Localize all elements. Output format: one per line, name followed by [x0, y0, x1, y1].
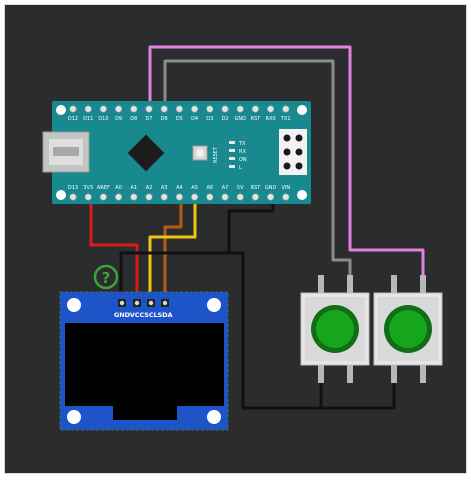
pin-label-d6: D6: [161, 116, 168, 122]
pin-label-d9: D9: [115, 116, 122, 122]
pin-label-3v3: 3V3: [83, 185, 93, 191]
pin-label-rx0: RX0: [266, 116, 276, 122]
status-leds: TX RX ON L: [229, 141, 247, 171]
pin-label-rst: RST: [251, 116, 262, 122]
microcontroller-chip: [127, 134, 165, 172]
led-label-tx: TX: [238, 141, 246, 147]
pin-label-d11: D11: [83, 116, 93, 122]
pin-label-a7: A7: [222, 185, 229, 191]
oled-pin-label-scl: SCL: [144, 311, 158, 319]
pin-label-a0: A0: [115, 185, 122, 191]
pin-d9[interactable]: [115, 105, 123, 113]
push-button-right-cap[interactable]: [389, 310, 427, 348]
pin-label-gnd: GND: [265, 185, 277, 191]
pin-d6[interactable]: [160, 105, 168, 113]
oled-pin-label-gnd: GND: [114, 311, 131, 319]
push-buttons: [300, 275, 443, 383]
wire-red[interactable]: [89, 197, 139, 305]
wire-black-buttons[interactable]: [229, 251, 323, 410]
pin-tx1[interactable]: [282, 105, 290, 113]
wire-brown[interactable]: [163, 197, 183, 305]
oled-pin-label-sda: SDA: [157, 311, 172, 319]
pin-label-a4: A4: [176, 185, 183, 191]
pin-3v3[interactable]: [84, 193, 92, 201]
pin-label-gnd: GND: [234, 116, 246, 122]
pin-vin[interactable]: [282, 193, 290, 201]
circuit-diagram: RESET TX RX ON L D12 D11 D10 D9 D8 D7 D6 D5 D4 D3…: [42, 45, 443, 431]
led-label-rx: RX: [239, 149, 246, 155]
svg-text:?: ?: [102, 269, 111, 287]
pin-d2[interactable]: [221, 105, 229, 113]
pin-label-tx1: TX1: [280, 116, 291, 122]
simulation-canvas[interactable]: RESET TX RX ON L D12 D11 D10 D9 D8 D7 D6 D5 D4 D3…: [4, 4, 467, 474]
oled-pin-label-vcc: VCC: [130, 311, 145, 319]
pin-gnd[interactable]: [267, 193, 275, 201]
pin-label-a3: A3: [161, 185, 168, 191]
pin-label-a6: A6: [206, 185, 213, 191]
pin-label-a2: A2: [146, 185, 153, 191]
pin-d3[interactable]: [206, 105, 214, 113]
pin-a4[interactable]: [175, 193, 183, 201]
pin-d7[interactable]: [145, 105, 153, 113]
pin-d5[interactable]: [175, 105, 183, 113]
reset-button[interactable]: [192, 145, 208, 161]
usb-connector: [42, 131, 90, 173]
led-label-l: L: [239, 165, 242, 171]
pin-label-d7: D7: [145, 116, 152, 122]
push-button-left-cap[interactable]: [316, 310, 354, 348]
pin-label-5v: 5V: [237, 185, 244, 191]
pin-label-a5: A5: [191, 185, 198, 191]
pin-d13[interactable]: [69, 193, 77, 201]
pin-label-vin: VIN: [281, 185, 290, 191]
pin-label-d4: D4: [191, 116, 198, 122]
pin-label-d5: D5: [176, 116, 183, 122]
pin-a5[interactable]: [191, 193, 199, 201]
pin-label-d10: D10: [98, 116, 108, 122]
pin-a1[interactable]: [130, 193, 138, 201]
pin-5v[interactable]: [236, 193, 244, 201]
pin-label-a1: A1: [130, 185, 137, 191]
pin-a6[interactable]: [206, 193, 214, 201]
help-icon[interactable]: ?: [93, 264, 119, 290]
pin-gnd[interactable]: [236, 105, 244, 113]
pin-rx0[interactable]: [267, 105, 275, 113]
wire-black-oled[interactable]: [119, 197, 275, 305]
wire-yellow[interactable]: [148, 197, 197, 305]
pin-label-d13: D13: [68, 185, 78, 191]
pin-d11[interactable]: [84, 105, 92, 113]
top-pin-row: D12 D11 D10 D9 D8 D7 D6 D5 D4 D3 D2 GND RST RX0 TX1: [68, 105, 291, 122]
pin-d8[interactable]: [130, 105, 138, 113]
pin-label-d8: D8: [130, 116, 137, 122]
pin-a7[interactable]: [221, 193, 229, 201]
pin-d4[interactable]: [191, 105, 199, 113]
pin-a0[interactable]: [115, 193, 123, 201]
pin-d12[interactable]: [69, 105, 77, 113]
pin-aref[interactable]: [99, 193, 107, 201]
pin-label-d12: D12: [68, 116, 78, 122]
push-button-left[interactable]: [300, 275, 370, 383]
led-label-on: ON: [239, 157, 247, 163]
oled-screen: [65, 323, 224, 406]
pin-label-d3: D3: [206, 116, 213, 122]
icsp-header: [279, 129, 307, 175]
pin-rst[interactable]: [251, 105, 259, 113]
pin-label-aref: AREF: [97, 185, 110, 191]
pin-a3[interactable]: [160, 193, 168, 201]
pin-rst[interactable]: [251, 193, 259, 201]
pin-a2[interactable]: [145, 193, 153, 201]
pin-label-d2: D2: [221, 116, 228, 122]
pin-label-rst: RST: [251, 185, 262, 191]
arduino-nano[interactable]: RESET TX RX ON L D12 D11 D10 D9 D8 D7 D6 D5 D4 D3…: [42, 101, 311, 204]
wire-pink[interactable]: [148, 45, 425, 295]
wire-black-button2[interactable]: [321, 377, 396, 410]
wire-gray[interactable]: [163, 59, 352, 295]
reset-label: RESET: [213, 146, 219, 163]
pin-d10[interactable]: [99, 105, 107, 113]
push-button-right[interactable]: [373, 275, 443, 383]
